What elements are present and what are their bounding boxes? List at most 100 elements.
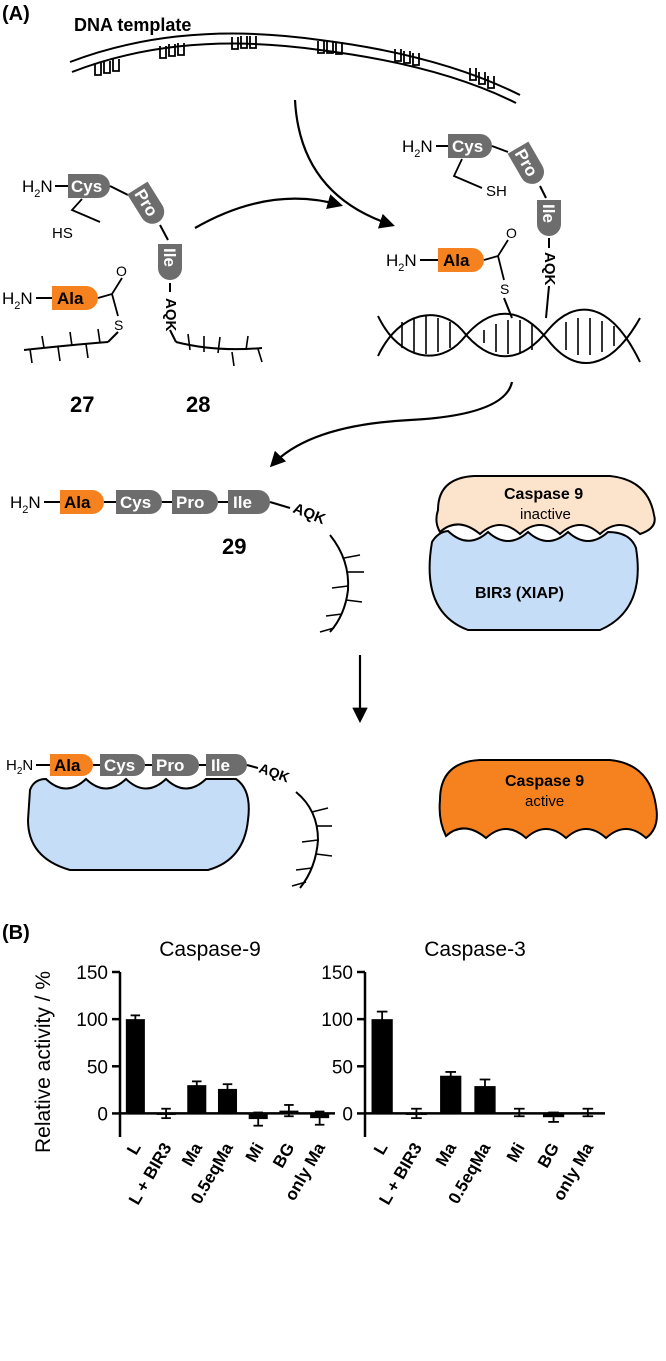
ile-shape-29 (228, 490, 270, 514)
category-label: BG (269, 1140, 298, 1172)
compound-27: H2N Ala O S (2, 263, 127, 364)
amine-right-ala: H2N (386, 251, 417, 274)
bir3-label: BIR3 (XIAP) (475, 585, 564, 602)
bar (440, 1075, 462, 1114)
chart2-bars (371, 1019, 599, 1118)
y-tick-label: 50 (87, 1057, 108, 1078)
compound-28-peptide: H2N Cys Pro Ile AQK HS (22, 174, 263, 367)
category-label: Mi (503, 1140, 529, 1166)
y-tick-label: 150 (321, 963, 353, 984)
caspase9-inactive-shape (435, 475, 656, 536)
amine-28-h: H2N (22, 177, 53, 200)
caspase9-inactive-state: inactive (520, 506, 571, 523)
bar (371, 1019, 393, 1114)
y-tick-label: 100 (321, 1010, 353, 1031)
chart1-title: Caspase-9 (159, 938, 261, 961)
sulfur-right: S (500, 281, 509, 297)
linker-28: AQK (162, 298, 179, 332)
cys-shape-28 (68, 174, 110, 198)
pro-shape-29 (172, 490, 218, 514)
amine-right-cys: H2N (402, 137, 433, 160)
compound-27-label: 27 (70, 392, 94, 417)
panel-b-label: (B) (2, 922, 30, 944)
cys-label-29: Cys (120, 493, 151, 512)
dna-template-label: DNA template (74, 15, 191, 35)
bar (187, 1085, 207, 1114)
caspase9-active-state: active (525, 793, 564, 810)
linker-right: AQK (541, 252, 558, 286)
ala-shape-27 (52, 286, 98, 310)
amine-29: H2N (10, 493, 41, 516)
y-tick-label: 150 (76, 963, 108, 984)
pro-shape-28 (127, 181, 165, 224)
ile-label-29: Ile (233, 493, 252, 512)
chart1-ticks: 0 50 100 150 (76, 963, 120, 1125)
ala-shape-right (438, 248, 484, 272)
bir3-bottom-shape (26, 777, 250, 871)
ile-shape-28 (158, 244, 182, 280)
ile-label-right: Ile (539, 204, 558, 223)
panel-a-label: (A) (2, 3, 30, 25)
chart1-bars (125, 1019, 330, 1120)
compound-28-label: 28 (186, 392, 210, 417)
caspase9-bir3-complex: BIR3 (XIAP) Caspase 9 inactive (428, 475, 656, 631)
thiol-28: HS (52, 225, 73, 242)
oxygen-27: O (116, 263, 127, 279)
ala-shape-bottom (50, 754, 93, 776)
oxygen-right: O (506, 225, 517, 241)
cys-label-28: Cys (71, 177, 102, 196)
thiol-right: SH (486, 183, 507, 200)
pro-label-bottom: Pro (156, 756, 184, 775)
y-tick-label: 100 (76, 1010, 108, 1031)
chart-caspase-9: Caspase-9 Relative activity / % 0 50 100 15… (32, 938, 335, 1208)
chart2-ticks: 0 50 100 150 (321, 963, 365, 1125)
caspase9-active-shape (438, 759, 658, 840)
category-label: Ma (178, 1139, 207, 1169)
amine-27: H2N (2, 289, 33, 312)
cys-label-bottom: Cys (104, 756, 135, 775)
category-label: BG (534, 1140, 563, 1172)
pro-label-29: Pro (176, 493, 204, 512)
dna-duplex (377, 308, 641, 365)
category-label: L (123, 1140, 145, 1158)
peptide-bir3-complex: H2N Ala Cys Pro Ile AQK (6, 754, 333, 889)
y-tick-label: 50 (332, 1057, 353, 1078)
y-tick-label: 0 (97, 1104, 108, 1125)
ala-label-27: Ala (57, 289, 84, 308)
caspase9-active-name: Caspase 9 (505, 773, 584, 790)
y-tick-label: 0 (342, 1104, 353, 1125)
cys-shape-bottom (100, 754, 145, 776)
caspase9-active: Caspase 9 active (438, 759, 658, 840)
arrow-template-down (293, 99, 395, 229)
dna-template-strand (69, 32, 521, 104)
category-label: Mi (242, 1140, 268, 1166)
chart1-error-bars (130, 1014, 325, 1127)
arrow-reactants-right (194, 194, 343, 229)
ile-shape-right (537, 200, 561, 236)
category-label: L (370, 1140, 392, 1158)
ile-label-bottom: Ile (211, 756, 230, 775)
chart1-ylabel: Relative activity / % (32, 971, 55, 1153)
templated-complex: H2N Cys Pro Ile AQK SH H2N Ala O S (377, 134, 641, 365)
amine-bottom: H2N (6, 757, 33, 777)
cys-label-right: Cys (452, 137, 483, 156)
category-label: Ma (432, 1139, 461, 1169)
pro-shape-bottom (152, 754, 199, 776)
cys-shape-right (448, 134, 492, 158)
cys-shape-29 (116, 490, 162, 514)
bir3-shape (428, 529, 639, 631)
compound-29-label: 29 (222, 534, 246, 559)
bar (217, 1088, 238, 1114)
ala-shape-29 (60, 490, 104, 514)
bar (125, 1019, 145, 1114)
arrow-to-29 (269, 381, 514, 468)
ala-label-right: Ala (443, 251, 470, 270)
ile-label-28: Ile (160, 248, 179, 267)
chart2-title: Caspase-3 (424, 938, 526, 961)
linker-29: AQK (291, 500, 328, 528)
pro-shape-right (507, 141, 544, 184)
